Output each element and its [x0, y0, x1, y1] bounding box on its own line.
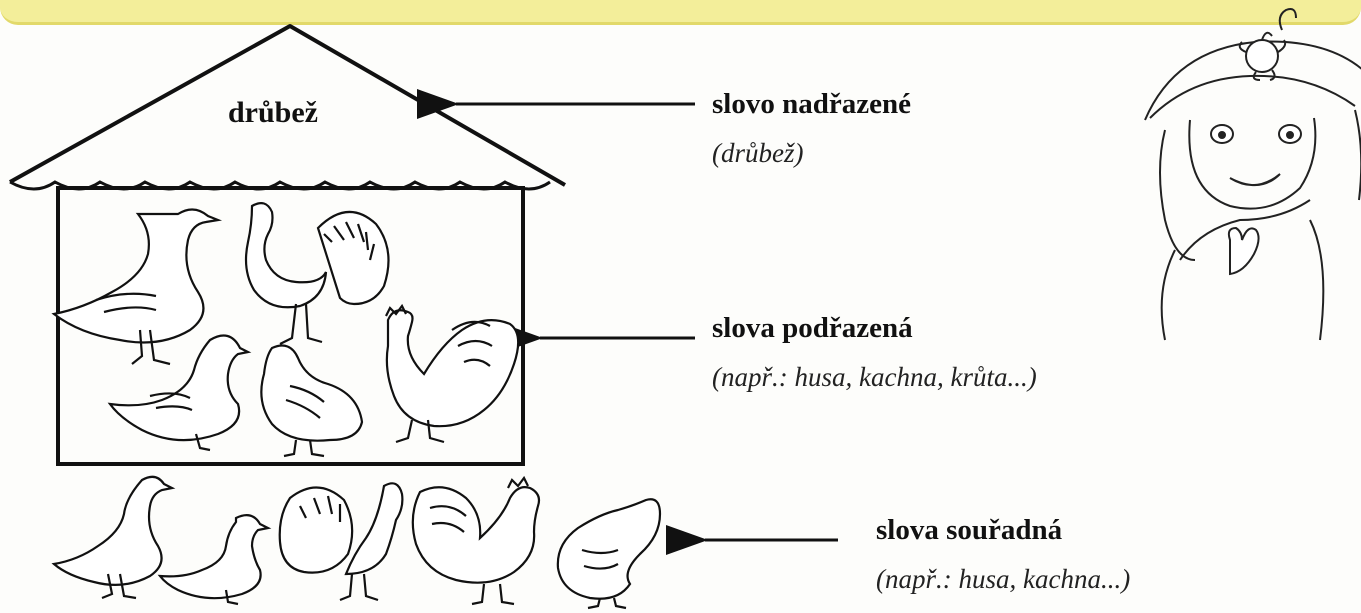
superordinate-example: (drůbež)	[712, 138, 804, 168]
row-turkey-illustration	[278, 482, 404, 602]
coordinate-title: slova souřadná	[876, 514, 1063, 546]
roof-word: drůbež	[228, 96, 318, 129]
row-duck-illustration	[157, 513, 272, 606]
turkey-illustration	[244, 201, 390, 345]
coordinate-example: (např.: husa, kachna...)	[876, 564, 1131, 594]
row-hen-illustration	[556, 498, 662, 610]
rooster-illustration	[385, 303, 520, 444]
row-goose-illustration	[51, 475, 176, 600]
top-band	[0, 0, 1361, 25]
goose-illustration	[51, 208, 223, 366]
subordinate-title: slova podřazená	[712, 312, 913, 344]
duck-illustration	[107, 334, 252, 452]
superordinate-title: slovo nadřazené	[712, 88, 911, 120]
girl-character-illustration	[1144, 8, 1361, 341]
subordinate-example: (např.: husa, kachna, krůta...)	[712, 362, 1037, 392]
row-rooster-illustration	[411, 475, 541, 606]
hen-illustration	[260, 344, 364, 458]
